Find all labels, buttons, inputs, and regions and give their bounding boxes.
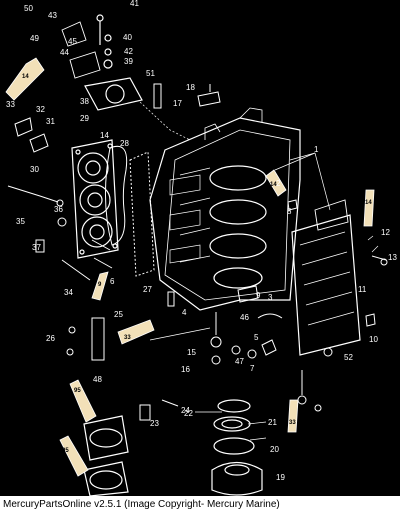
tube-label: 95 xyxy=(62,448,69,454)
callout-8: 8 xyxy=(287,207,292,216)
callout-2: 2 xyxy=(276,179,281,188)
sealant-tube: 14 xyxy=(5,57,45,101)
tube-label: 9 xyxy=(98,282,102,288)
callout-37: 37 xyxy=(32,243,41,252)
callout-18: 18 xyxy=(186,83,195,92)
callout-30: 30 xyxy=(30,165,39,174)
callout-35: 35 xyxy=(16,217,25,226)
callout-16: 16 xyxy=(181,365,190,374)
copyright-footer: MercuryPartsOnline v2.5.1 (Image Copyrig… xyxy=(0,497,400,513)
tube-label: 95 xyxy=(74,388,81,394)
callout-12: 12 xyxy=(381,228,390,237)
callout-28: 28 xyxy=(120,139,129,148)
tube-label: 14 xyxy=(270,182,277,188)
callout-20: 20 xyxy=(270,445,279,454)
thermostat-housing xyxy=(61,14,143,111)
head-gasket xyxy=(105,145,128,246)
sealant-tubes: 14 33 95 9 95 xyxy=(5,57,375,477)
callout-29: 29 xyxy=(80,114,89,123)
callout-40: 40 xyxy=(123,33,132,42)
sealant-tube: 95 xyxy=(69,379,97,423)
callout-25: 25 xyxy=(114,310,123,319)
sealant-tube: 14 xyxy=(363,189,375,227)
cylinder-block xyxy=(149,107,301,311)
callout-10: 10 xyxy=(369,335,378,344)
callout-21: 21 xyxy=(268,418,277,427)
callout-47: 47 xyxy=(235,357,244,366)
callout-17: 17 xyxy=(173,99,182,108)
callout-48: 48 xyxy=(93,375,102,384)
callout-32: 32 xyxy=(36,105,45,114)
callout-44: 44 xyxy=(60,48,69,57)
leader-lines xyxy=(139,101,379,441)
callout-26: 26 xyxy=(46,334,55,343)
tube-label: 33 xyxy=(289,420,296,426)
sealant-tube: 33 xyxy=(287,399,299,433)
callout-7: 7 xyxy=(250,364,255,373)
cover-gasket xyxy=(129,151,155,277)
callout-34: 34 xyxy=(64,288,73,297)
callout-23: 23 xyxy=(150,419,159,428)
callout-27: 27 xyxy=(143,285,152,294)
callout-31: 31 xyxy=(46,117,55,126)
callout-33: 33 xyxy=(6,100,15,109)
callout-15: 15 xyxy=(187,348,196,357)
callout-51: 51 xyxy=(146,69,155,78)
callout-24: 24 xyxy=(181,406,190,415)
callout-39: 39 xyxy=(124,57,133,66)
callout-14: 14 xyxy=(100,131,109,140)
sealant-tube: 33 xyxy=(117,319,155,345)
callout-36: 36 xyxy=(54,205,63,214)
callout-50: 50 xyxy=(24,4,33,13)
tube-label: 33 xyxy=(124,335,131,341)
lower-seals xyxy=(83,399,263,496)
callout-6: 6 xyxy=(110,277,115,286)
small-parts xyxy=(7,83,388,421)
side-cover xyxy=(291,199,361,356)
callout-9: 9 xyxy=(256,291,261,300)
sealant-tube: 14 xyxy=(265,169,287,197)
callout-46: 46 xyxy=(240,313,249,322)
callout-4: 4 xyxy=(182,308,187,317)
callout-13: 13 xyxy=(388,253,397,262)
callout-42: 42 xyxy=(124,47,133,56)
callout-49: 49 xyxy=(30,34,39,43)
callout-38: 38 xyxy=(80,97,89,106)
callout-45: 45 xyxy=(68,37,77,46)
sealant-tube: 95 xyxy=(59,435,89,477)
callout-5: 5 xyxy=(254,333,259,342)
tube-label: 14 xyxy=(365,200,372,206)
callout-43: 43 xyxy=(48,11,57,20)
callout-3: 3 xyxy=(268,293,273,302)
callout-1: 1 xyxy=(314,145,319,154)
exploded-parts-diagram: 14 33 95 9 95 xyxy=(0,0,400,496)
callout-41: 41 xyxy=(130,0,139,8)
callout-11: 11 xyxy=(358,285,367,294)
callout-22: 22 xyxy=(184,409,193,418)
callout-19: 19 xyxy=(276,473,285,482)
tube-label: 14 xyxy=(22,74,29,80)
callout-numbers: 1 2 3 4 5 6 7 8 9 10 11 12 13 14 15 16 1… xyxy=(6,0,397,482)
callout-52: 52 xyxy=(344,353,353,362)
sealant-tube: 9 xyxy=(91,271,109,301)
